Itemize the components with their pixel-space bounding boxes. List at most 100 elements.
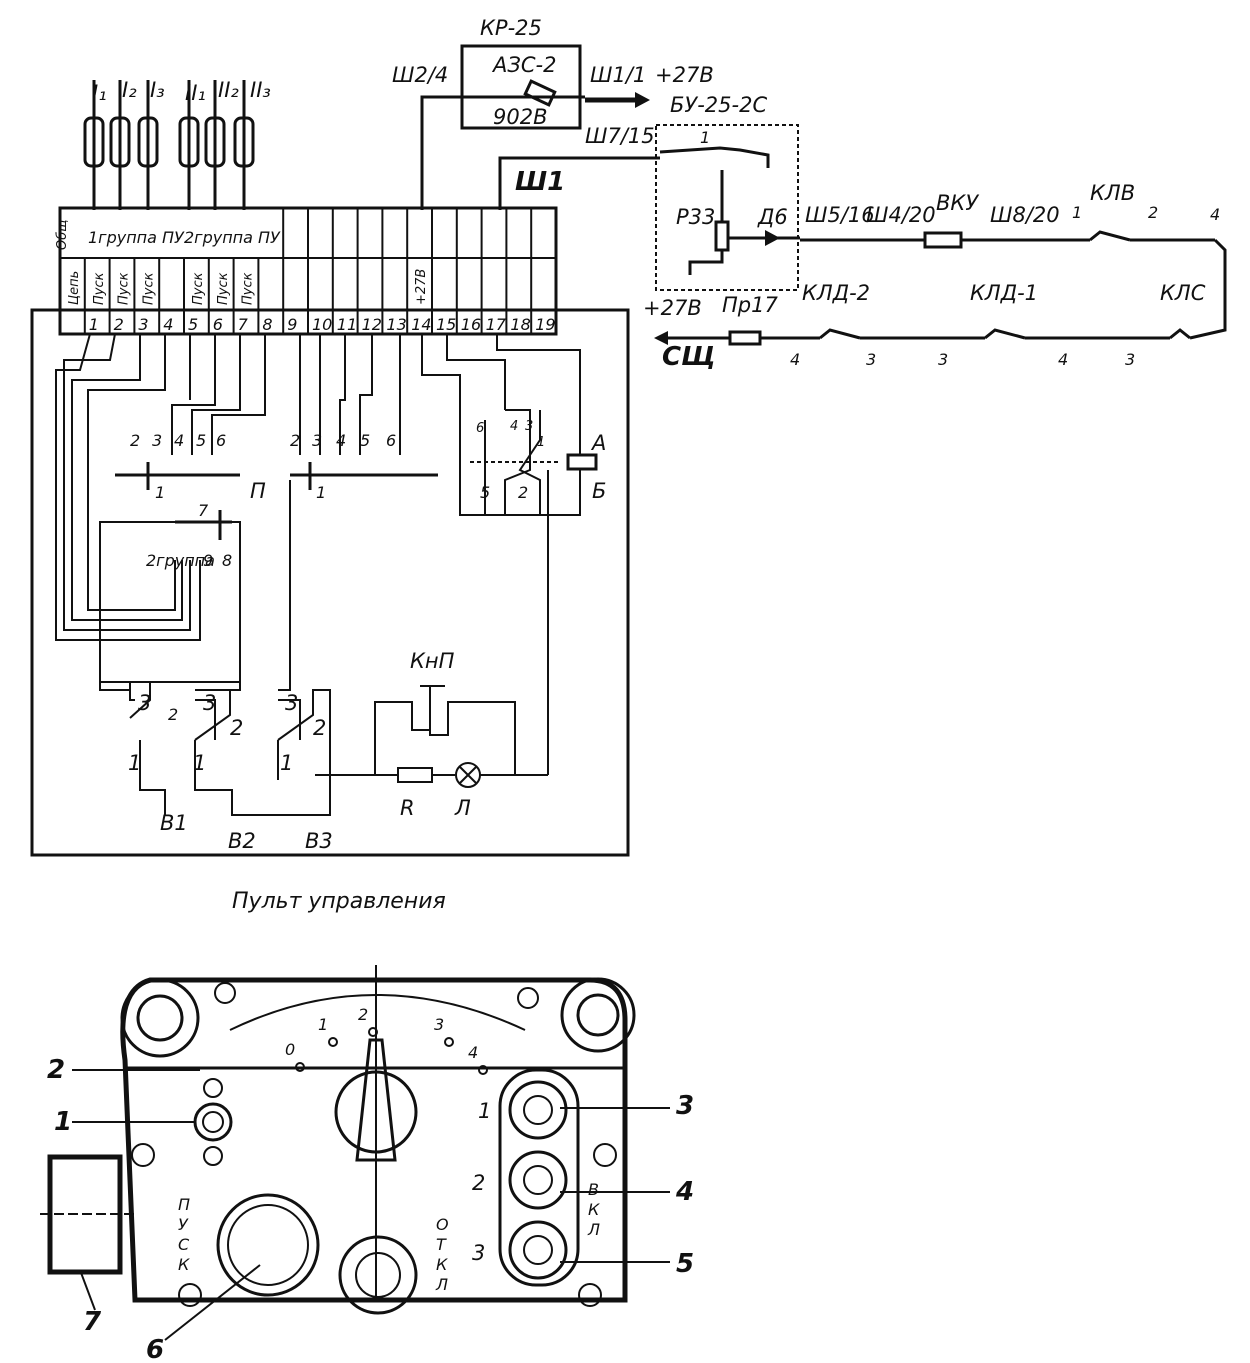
svg-text:5: 5 <box>360 431 370 450</box>
callout-4: 4 <box>675 1177 694 1207</box>
button-2[interactable] <box>508 1150 568 1210</box>
dial-mark: 0 <box>285 1040 295 1059</box>
terminal-number: 5 <box>188 315 198 334</box>
dial-mark: 3 <box>434 1015 444 1034</box>
heater-i3: I₃ <box>150 78 165 102</box>
svg-text:Т: Т <box>436 1235 447 1254</box>
svg-text:5: 5 <box>480 483 490 502</box>
group2-label: 2группа ПУ <box>184 228 281 247</box>
selector-knob[interactable] <box>334 1070 418 1154</box>
svg-text:3: 3 <box>1125 350 1135 369</box>
svg-text:2: 2 <box>1148 203 1158 222</box>
strip-column-label: Пуск <box>117 272 132 305</box>
klv-label: КЛВ <box>1090 181 1135 205</box>
svg-text:1: 1 <box>280 751 293 775</box>
button-1[interactable] <box>508 1080 568 1140</box>
resistor-label: R <box>400 796 415 820</box>
svg-text:1: 1 <box>537 435 545 450</box>
kr25-block: КР-25 АЗС-2 902В Ш2/4 Ш1/1 +27В <box>392 16 714 210</box>
dial-mark: 2 <box>358 1005 368 1024</box>
svg-text:3: 3 <box>152 431 162 450</box>
terminal-number: 10 <box>312 315 332 334</box>
sh8-20-label: Ш8/20 <box>990 203 1060 227</box>
callout-6: 6 <box>146 1335 164 1363</box>
svg-text:2: 2 <box>130 431 140 450</box>
heater-i1: I₁ <box>92 81 107 105</box>
terminal-number: 1 <box>89 315 99 334</box>
svg-text:4: 4 <box>790 350 800 369</box>
fuse-pr17 <box>728 330 762 346</box>
svg-text:8: 8 <box>222 551 232 570</box>
diode-label: Д6 <box>757 205 788 229</box>
svg-text:3: 3 <box>938 350 948 369</box>
svg-text:С: С <box>178 1235 190 1254</box>
svg-text:В: В <box>588 1180 599 1199</box>
terminal-number: 7 <box>238 315 249 334</box>
relay-coil <box>714 220 730 252</box>
terminal-number: 19 <box>535 315 555 334</box>
heater-ii2: II₂ <box>218 78 239 102</box>
sh4-20-label: Ш4/20 <box>866 203 936 227</box>
fuse-azs <box>523 79 557 107</box>
svg-text:О: О <box>436 1215 449 1234</box>
vku-label: ВКУ <box>936 191 979 215</box>
kld1-label: КЛД-1 <box>970 281 1038 305</box>
arrow-right-icon <box>635 92 650 108</box>
dial-mark: 1 <box>318 1015 328 1034</box>
heater-coils <box>83 80 255 210</box>
button-3[interactable] <box>508 1220 568 1280</box>
svg-text:1: 1 <box>155 483 165 502</box>
strip-column-label: Общ <box>55 220 70 251</box>
azs-code: 902В <box>493 105 548 129</box>
svg-text:6: 6 <box>476 421 484 436</box>
relay-a-label: А <box>590 431 606 455</box>
diode-icon <box>765 230 780 246</box>
dial-mark: 4 <box>468 1043 478 1062</box>
svg-text:7: 7 <box>198 501 209 520</box>
terminal-number: 16 <box>461 315 481 334</box>
svg-text:4: 4 <box>510 419 518 434</box>
svg-text:6: 6 <box>386 431 396 450</box>
svg-text:3: 3 <box>285 691 298 715</box>
lamp-label: Л <box>454 796 471 820</box>
group1-label: 1группа ПУ <box>88 228 185 247</box>
strip-column-label: +27В <box>414 269 429 305</box>
terminal-number: 15 <box>436 315 456 334</box>
group-mid-label: 2группа <box>146 551 215 570</box>
terminal-number: 12 <box>362 315 382 334</box>
pusk-button[interactable] <box>216 1193 320 1297</box>
svg-text:1: 1 <box>1072 203 1082 222</box>
strip-column-label: Пуск <box>92 272 107 305</box>
svg-text:2: 2 <box>290 431 300 450</box>
strip-column-label: Цепь <box>67 271 82 305</box>
sh7-15-label: Ш7/15 <box>585 124 655 148</box>
svg-text:3: 3 <box>138 691 151 715</box>
heater-i2: I₂ <box>122 78 137 102</box>
svg-text:П: П <box>178 1195 190 1214</box>
svg-text:3: 3 <box>203 691 216 715</box>
sh1-1-label: Ш1/1 <box>590 63 646 87</box>
caption: Пульт управления <box>232 889 446 914</box>
callout-1: 1 <box>54 1107 72 1137</box>
svg-text:К: К <box>178 1255 190 1274</box>
vku-resistor <box>923 231 963 249</box>
svg-text:5: 5 <box>196 431 206 450</box>
svg-text:2: 2 <box>230 716 243 740</box>
svg-text:3: 3 <box>312 431 322 450</box>
switch-v2-label: В2 <box>228 829 256 853</box>
resistor-r <box>397 767 433 783</box>
terminal-number: 13 <box>386 315 406 334</box>
svg-text:4: 4 <box>174 431 184 450</box>
svg-text:1: 1 <box>316 483 326 502</box>
plus27-left: +27В <box>643 296 702 320</box>
svg-text:2: 2 <box>518 483 528 502</box>
relay-ab <box>566 453 598 471</box>
terminal-number: 3 <box>138 315 148 334</box>
svg-text:6: 6 <box>216 431 226 450</box>
bu-label: БУ-25-2С <box>670 93 767 117</box>
otkl-button[interactable] <box>338 1235 418 1315</box>
strip-column-label: Пуск <box>141 272 156 305</box>
